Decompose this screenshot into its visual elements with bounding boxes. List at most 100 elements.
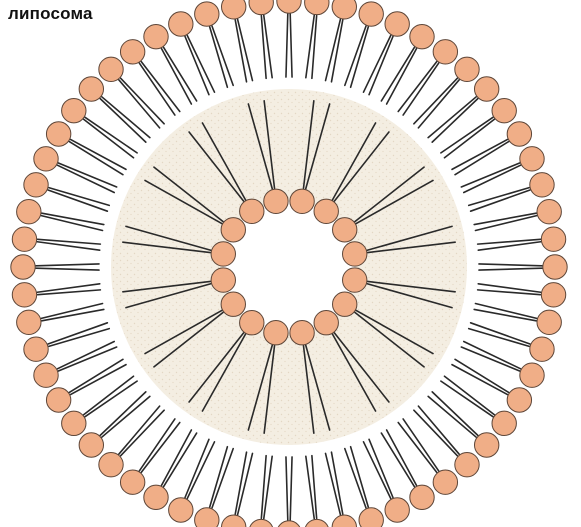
outer-lipid-tail: [212, 26, 233, 85]
inner-lipid-head: [240, 199, 264, 223]
outer-lipid-head: [537, 310, 561, 334]
outer-lipid-tail: [210, 447, 228, 508]
outer-lipid-head: [474, 77, 498, 101]
outer-lipid-head: [474, 433, 498, 457]
outer-lipid-head: [537, 200, 561, 224]
outer-lipid-tail: [210, 27, 228, 88]
outer-lipid-tail: [49, 188, 110, 206]
outer-lipid-head: [249, 0, 273, 15]
outer-lipid-head: [530, 173, 554, 197]
outer-lipid-head: [507, 388, 531, 412]
outer-lipid-head: [305, 519, 329, 527]
outer-lipid-head: [12, 283, 36, 307]
outer-lipid-head: [541, 283, 565, 307]
outer-lipid-head: [24, 337, 48, 361]
outer-lipid-tail: [139, 419, 175, 471]
inner-lipid-head: [221, 218, 245, 242]
outer-lipid-head: [62, 98, 86, 122]
outer-lipid-head: [385, 498, 409, 522]
outer-lipid-tail: [141, 62, 180, 112]
inner-lipid-head: [211, 242, 235, 266]
outer-lipid-head: [144, 24, 168, 48]
outer-lipid-tail: [418, 80, 459, 128]
outer-lipid-tail: [387, 430, 417, 485]
outer-lipid-tail: [351, 27, 369, 88]
outer-lipid-head: [79, 77, 103, 101]
inner-lipid-head: [221, 292, 245, 316]
outer-lipid-head: [195, 2, 219, 26]
outer-lipid-head: [169, 498, 193, 522]
outer-lipid-tail: [479, 264, 542, 266]
inner-lipid-head: [290, 189, 314, 213]
outer-lipid-head: [385, 12, 409, 36]
inner-lipid-head: [211, 268, 235, 292]
outer-lipid-head: [520, 147, 544, 171]
outer-lipid-head: [222, 0, 246, 19]
outer-lipid-head: [433, 470, 457, 494]
outer-lipid-head: [120, 40, 144, 64]
outer-lipid-tail: [441, 117, 493, 153]
outer-lipid-tail: [441, 381, 493, 417]
outer-lipid-tail: [100, 392, 146, 436]
outer-lipid-head: [359, 508, 383, 527]
outer-lipid-head: [305, 0, 329, 15]
outer-lipid-head: [541, 227, 565, 251]
outer-lipid-tail: [71, 365, 126, 395]
outer-lipid-tail: [351, 447, 369, 508]
outer-lipid-tail: [387, 49, 417, 104]
outer-lipid-tail: [49, 329, 110, 347]
outer-lipid-tail: [381, 47, 414, 101]
outer-lipid-head: [46, 388, 70, 412]
outer-lipid-tail: [161, 49, 191, 104]
inner-lipid-head: [333, 218, 357, 242]
outer-lipid-head: [120, 470, 144, 494]
outer-lipid-head: [99, 452, 123, 476]
outer-lipid-head: [249, 519, 273, 527]
outer-lipid-tail: [187, 35, 214, 92]
outer-lipid-tail: [84, 376, 134, 415]
outer-lipid-tail: [290, 14, 292, 77]
outer-lipid-tail: [48, 323, 107, 344]
outer-lipid-tail: [414, 78, 458, 124]
outer-lipid-tail: [455, 359, 509, 392]
outer-lipid-head: [455, 452, 479, 476]
outer-lipid-tail: [471, 190, 530, 211]
outer-lipid-head: [455, 57, 479, 81]
outer-lipid-head: [492, 98, 516, 122]
outer-lipid-head: [195, 508, 219, 527]
outer-lipid-tail: [345, 26, 366, 85]
outer-lipid-tail: [369, 36, 393, 94]
outer-lipid-tail: [432, 392, 478, 436]
inner-lipid-head: [240, 311, 264, 335]
outer-lipid-tail: [398, 422, 437, 472]
outer-lipid-head: [46, 122, 70, 146]
outer-lipid-tail: [164, 433, 197, 487]
outer-lipid-tail: [164, 47, 197, 101]
outer-lipid-head: [530, 337, 554, 361]
outer-lipid-tail: [418, 406, 459, 454]
outer-lipid-tail: [100, 99, 146, 143]
inner-lipid-head: [314, 311, 338, 335]
outer-lipid-tail: [85, 117, 137, 153]
outer-lipid-tail: [139, 63, 175, 115]
outer-lipid-tail: [102, 396, 150, 437]
inner-lipid-head: [343, 268, 367, 292]
outer-lipid-tail: [48, 190, 107, 211]
outer-lipid-tail: [141, 422, 180, 472]
outer-lipid-tail: [414, 410, 458, 456]
outer-lipid-head: [34, 147, 58, 171]
outer-lipid-tail: [471, 323, 530, 344]
outer-lipid-tail: [398, 62, 437, 112]
outer-lipid-tail: [432, 99, 478, 143]
outer-lipid-tail: [428, 97, 476, 138]
inner-lipid-head: [290, 321, 314, 345]
outer-lipid-tail: [121, 78, 165, 124]
outer-lipid-tail: [84, 119, 134, 158]
outer-lipid-tail: [403, 63, 439, 115]
outer-lipid-head: [17, 310, 41, 334]
outer-lipid-tail: [428, 396, 476, 437]
outer-lipid-head: [507, 122, 531, 146]
outer-lipid-head: [520, 363, 544, 387]
outer-lipid-head: [34, 363, 58, 387]
